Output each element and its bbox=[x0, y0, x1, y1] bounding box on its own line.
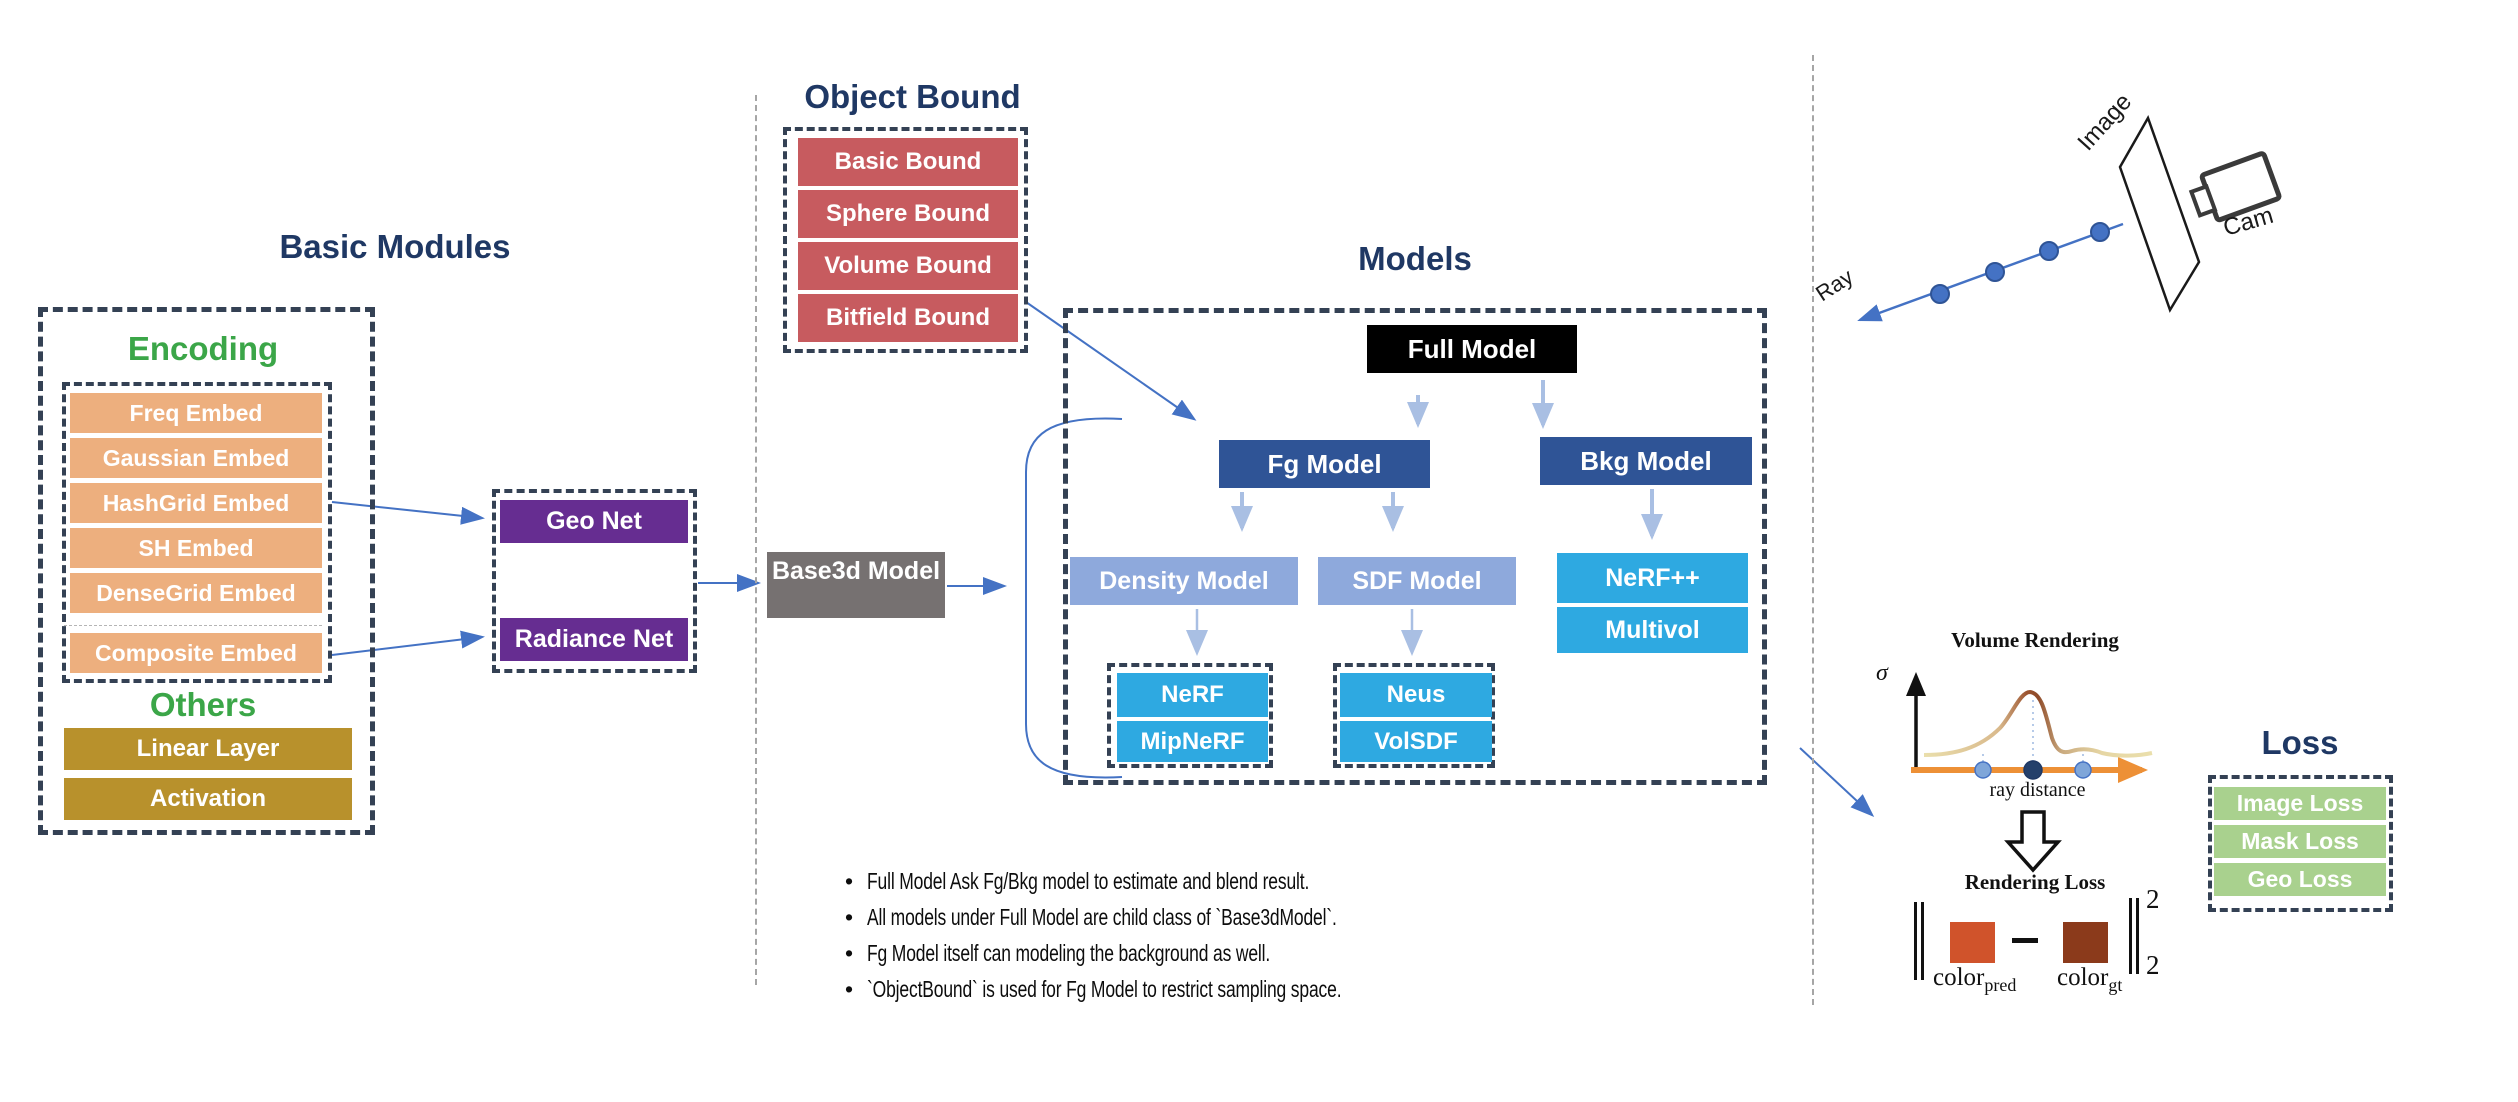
full-model-box: Full Model bbox=[1367, 325, 1577, 373]
bound-item-basic: Basic Bound bbox=[798, 138, 1018, 186]
loss-item-mask: Mask Loss bbox=[2214, 825, 2386, 858]
radiance-net-box: Radiance Net bbox=[500, 618, 688, 661]
encoding-title: Encoding bbox=[127, 330, 279, 367]
bullet-icon: • bbox=[845, 940, 854, 966]
color-gt-swatch bbox=[2063, 922, 2108, 963]
basic-modules-container bbox=[38, 307, 375, 835]
volsdf-box: VolSDF bbox=[1340, 721, 1492, 762]
norm-bar-left-2 bbox=[1921, 902, 1924, 980]
others-item-linear: Linear Layer bbox=[64, 728, 352, 770]
note-text: All models under Full Model are child cl… bbox=[867, 904, 1337, 930]
object-bound-container bbox=[783, 127, 1028, 353]
basic-modules-title: Basic Modules bbox=[279, 228, 511, 265]
neus-group-box bbox=[1333, 663, 1495, 768]
encoding-item-gaussian: Gaussian Embed bbox=[70, 438, 322, 478]
rendering-loss-title: Rendering Loss bbox=[1964, 870, 2106, 894]
encoding-item-composite: Composite Embed bbox=[70, 633, 322, 673]
norm-subscript: 2 bbox=[2146, 950, 2160, 980]
nerf-box: NeRF bbox=[1117, 673, 1268, 717]
loss-item-geo: Geo Loss bbox=[2214, 863, 2386, 896]
models-title: Models bbox=[1358, 240, 1472, 277]
loss-item-image: Image Loss bbox=[2214, 787, 2386, 820]
note-item: • Full Model Ask Fg/Bkg model to estimate… bbox=[845, 868, 1745, 895]
others-item-activation: Activation bbox=[64, 778, 352, 820]
arrow-models-to-rendering bbox=[1799, 747, 1875, 818]
bullet-icon: • bbox=[845, 976, 854, 1002]
color-pred-label: colorpred bbox=[1933, 964, 2016, 996]
encoding-item-freq: Freq Embed bbox=[70, 393, 322, 433]
arrow-encoding-to-geonet bbox=[331, 501, 485, 525]
multivol-box: Multivol bbox=[1557, 607, 1748, 653]
base3d-model-box: Base3d Model bbox=[767, 552, 945, 618]
note-text: Fg Model itself can modeling the backgro… bbox=[867, 940, 1271, 966]
bound-item-volume: Volume Bound bbox=[798, 242, 1018, 290]
bound-item-bitfield: Bitfield Bound bbox=[798, 294, 1018, 342]
encoding-item-densegrid: DenseGrid Embed bbox=[70, 573, 322, 613]
norm-superscript: 2 bbox=[2146, 884, 2160, 914]
encoding-group-box bbox=[62, 382, 332, 683]
others-title: Others bbox=[149, 686, 257, 723]
bullet-icon: • bbox=[845, 904, 854, 930]
arrow-encoding-to-radiancenet bbox=[331, 630, 485, 656]
arrow-objectbound-to-fgmodel bbox=[1025, 301, 1197, 421]
norm-bar-left-1 bbox=[1914, 902, 1917, 980]
bound-item-sphere: Sphere Bound bbox=[798, 190, 1018, 238]
notes-list: • Full Model Ask Fg/Bkg model to estimate… bbox=[845, 868, 1745, 1012]
note-item: • `ObjectBound` is used for Fg Model to r… bbox=[845, 976, 1745, 1003]
nerfpp-box: NeRF++ bbox=[1557, 553, 1748, 603]
bullet-icon: • bbox=[845, 868, 854, 894]
nets-group-box bbox=[492, 489, 697, 673]
minus-sign bbox=[2012, 938, 2038, 943]
separator-right bbox=[1812, 55, 1814, 1005]
neus-box: Neus bbox=[1340, 673, 1492, 717]
note-text: `ObjectBound` is used for Fg Model to re… bbox=[867, 976, 1342, 1002]
vr-sample-points bbox=[1974, 760, 2092, 780]
vr-sample-guides bbox=[1982, 696, 2084, 762]
encoding-item-sh: SH Embed bbox=[70, 528, 322, 568]
bkg-model-box: Bkg Model bbox=[1540, 437, 1752, 485]
block-down-arrow-icon bbox=[2004, 810, 2062, 873]
vr-density-curve bbox=[1923, 689, 2153, 758]
ray-label: Ray bbox=[1811, 264, 1857, 306]
density-model-box: Density Model bbox=[1070, 557, 1298, 605]
norm-bar-right-2 bbox=[2136, 898, 2139, 974]
separator-left bbox=[755, 95, 757, 985]
ray-distance-label: ray distance bbox=[1989, 779, 2086, 801]
image-plane-shape bbox=[2118, 115, 2201, 313]
ray-sample-points bbox=[1930, 222, 2110, 304]
color-pred-swatch bbox=[1950, 922, 1995, 963]
models-container bbox=[1063, 308, 1767, 785]
fg-model-box: Fg Model bbox=[1219, 440, 1430, 488]
mipnerf-box: MipNeRF bbox=[1117, 721, 1268, 762]
norm-bar-right-1 bbox=[2129, 898, 2132, 974]
color-pred-word: color bbox=[1933, 964, 1985, 991]
nerf-group-box bbox=[1107, 663, 1273, 768]
camera-icon bbox=[2188, 151, 2282, 223]
sdf-model-box: SDF Model bbox=[1318, 557, 1516, 605]
image-plane-label: Image bbox=[2072, 88, 2137, 156]
loss-title: Loss bbox=[2261, 724, 2339, 761]
note-item: • All models under Full Model are child c… bbox=[845, 904, 1745, 931]
note-text: Full Model Ask Fg/Bkg model to estimate … bbox=[867, 868, 1310, 894]
geo-net-box: Geo Net bbox=[500, 500, 688, 543]
loss-container bbox=[2208, 775, 2393, 912]
encoding-divider bbox=[64, 625, 322, 626]
volume-rendering-title: Volume Rendering bbox=[1951, 628, 2119, 652]
color-gt-label: colorgt bbox=[2057, 964, 2122, 996]
color-gt-word: color bbox=[2057, 964, 2109, 991]
encoding-item-hashgrid: HashGrid Embed bbox=[70, 483, 322, 523]
object-bound-title: Object Bound bbox=[804, 78, 1021, 115]
color-pred-sub: pred bbox=[1984, 975, 2017, 995]
note-item: • Fg Model itself can modeling the backgr… bbox=[845, 940, 1745, 967]
sigma-axis-label: σ bbox=[1876, 660, 1888, 686]
color-gt-sub: gt bbox=[2108, 975, 2123, 995]
